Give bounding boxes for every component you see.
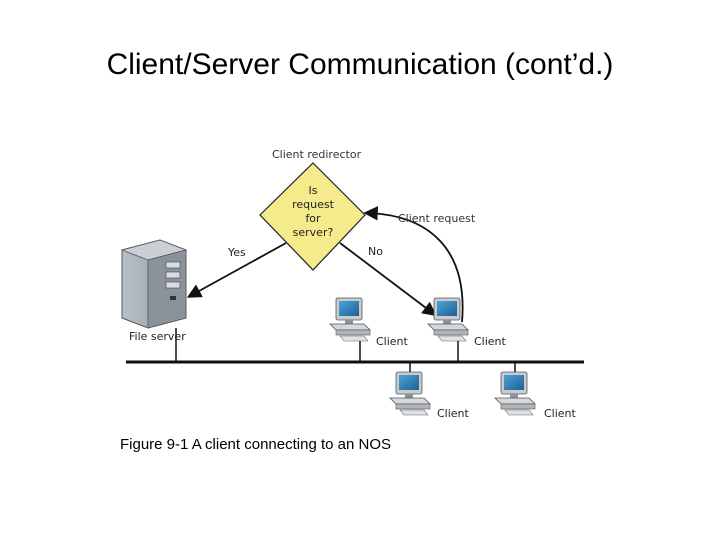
file-server-icon (120, 239, 188, 362)
decision-diamond (259, 162, 366, 271)
yes-arrow (186, 242, 287, 298)
client-request-label: Client request (398, 212, 476, 225)
yes-label: Yes (227, 246, 246, 259)
decision-line-3: for (305, 212, 321, 225)
decision-line-4: server? (293, 226, 334, 239)
client-computer-icon-2 (427, 297, 469, 362)
decision-line-1: Is (309, 184, 318, 197)
decision-line-2: request (292, 198, 335, 211)
client-computer-icon-3 (389, 362, 431, 416)
client-label-1: Client (376, 335, 409, 348)
redirector-label: Client redirector (272, 148, 362, 161)
client-computer-icon-1 (329, 297, 371, 362)
figure-caption: Figure 9-1 A client connecting to an NOS (120, 436, 391, 453)
client-label-3: Client (437, 407, 470, 420)
file-server-label: File server (129, 330, 186, 343)
client-label-2: Client (474, 335, 507, 348)
no-arrow (339, 242, 437, 317)
client-request-arrow (363, 206, 464, 323)
no-label: No (368, 245, 383, 258)
client-computer-icon-4 (494, 362, 536, 416)
client-label-4: Client (544, 407, 577, 420)
slide-title: Client/Server Communication (cont’d.) (106, 48, 614, 81)
